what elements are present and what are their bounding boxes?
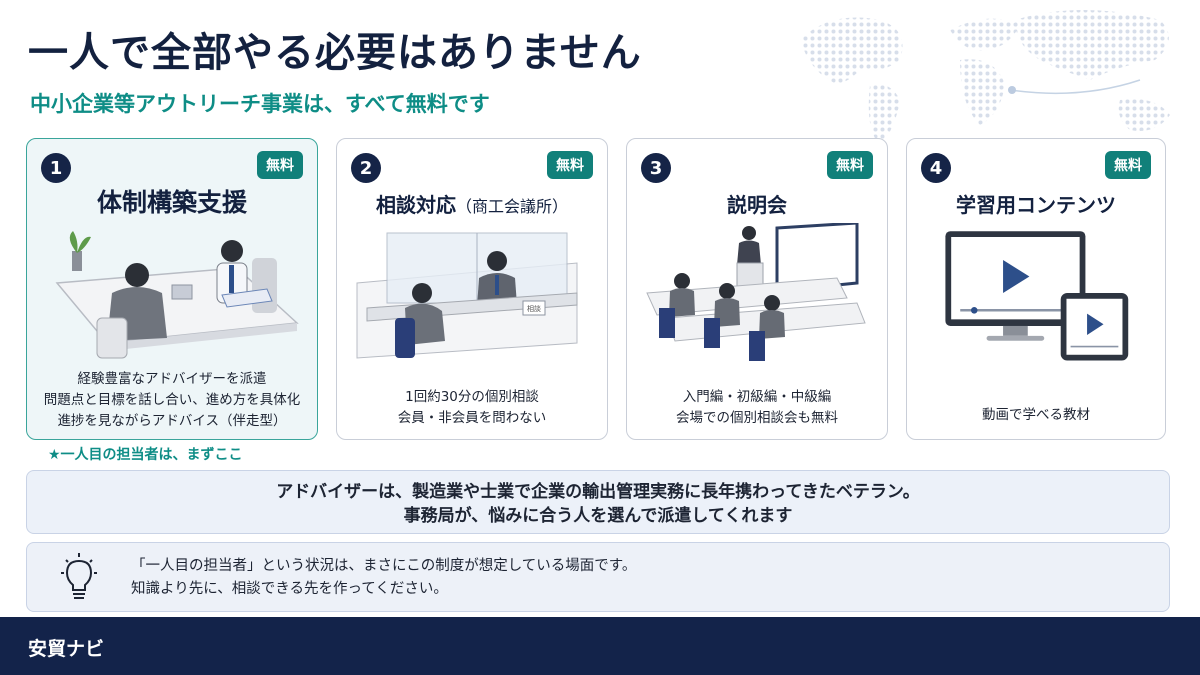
card-text-line: 動画で学べる教材: [982, 407, 1090, 423]
service-cards: 1 無料 体制構築支援 経験豊富なアドバイザーを派遣 問題点と目標を: [26, 138, 1166, 440]
advisor-banner: アドバイザーは、製造業や士業で企業の輸出管理実務に長年携わってきたベテラン。 事…: [26, 470, 1170, 534]
card-text-line: 入門編・初級編・中級編: [682, 389, 832, 405]
card-description: 経験豊富なアドバイザーを派遣 問題点と目標を話し合い、進め方を具体化 進捗を見な…: [27, 369, 317, 432]
world-map-decoration: [800, 10, 1170, 145]
free-badge: 無料: [1105, 151, 1151, 179]
card-number: 2: [351, 153, 381, 183]
consultation-illustration: [37, 223, 307, 363]
seminar-illustration: [637, 221, 877, 363]
service-card-learning-content: 4 無料 学習用コンテンツ 動画で学べる教材: [906, 138, 1166, 440]
page-subtitle: 中小企業等アウトリーチ事業は、すべて無料です: [30, 92, 490, 116]
tip-line: 「一人目の担当者」という状況は、まさにこの制度が想定している場面です。: [131, 558, 637, 574]
brand-name: 安貿ナビ: [28, 638, 105, 660]
free-badge: 無料: [547, 151, 593, 179]
card-description: 入門編・初級編・中級編 会場での個別相談会も無料: [627, 387, 887, 429]
banner-line: 事務局が、悩みに合う人を選んで派遣してくれます: [403, 506, 793, 526]
card-text-line: 問題点と目標を話し合い、進め方を具体化: [43, 392, 301, 408]
counter-consultation-illustration: 相談: [347, 223, 597, 363]
service-card-consultation: 2 無料 相談対応（商工会議所） 相談 1回約30分の個別相談 会員・非会員を問…: [336, 138, 608, 440]
banner-line: アドバイザーは、製造業や士業で企業の輸出管理実務に長年携わってきたベテラン。: [276, 482, 920, 502]
card-description: 1回約30分の個別相談 会員・非会員を問わない: [337, 387, 607, 429]
video-content-illustration: [917, 223, 1155, 363]
card-title: 相談対応（商工会議所）: [337, 189, 607, 218]
card-title-main: 相談対応: [375, 193, 456, 217]
tip-text: 「一人目の担当者」という状況は、まさにこの制度が想定している場面です。 知識より…: [131, 555, 636, 601]
card-description: 動画で学べる教材: [907, 405, 1165, 426]
first-contact-note: ★一人目の担当者は、まずここ: [48, 447, 243, 463]
lightbulb-icon: [61, 553, 97, 599]
tip-box: 「一人目の担当者」という状況は、まさにこの制度が想定している場面です。 知識より…: [26, 542, 1170, 612]
tip-line: 知識より先に、相談できる先を作ってください。: [131, 581, 448, 597]
footer-bar: 安貿ナビ: [0, 617, 1200, 675]
desk-sign-text: 相談: [527, 304, 541, 313]
service-card-system-building: 1 無料 体制構築支援 経験豊富なアドバイザーを派遣 問題点と目標を: [26, 138, 318, 440]
card-number: 3: [641, 153, 671, 183]
card-text-line: 経験豊富なアドバイザーを派遣: [77, 371, 267, 387]
card-text-line: 1回約30分の個別相談: [405, 389, 539, 405]
card-text-line: 会場での個別相談会も無料: [676, 410, 838, 426]
card-text-line: 進捗を見ながらアドバイス（伴走型）: [57, 413, 287, 429]
page-title: 一人で全部やる必要はありません: [28, 30, 642, 76]
card-text-line: 会員・非会員を問わない: [397, 410, 547, 426]
card-number: 1: [41, 153, 71, 183]
card-title-note: （商工会議所）: [455, 197, 568, 216]
card-number: 4: [921, 153, 951, 183]
card-title: 学習用コンテンツ: [956, 193, 1116, 217]
card-title: 説明会: [727, 193, 787, 217]
free-badge: 無料: [827, 151, 873, 179]
service-card-seminar: 3 無料 説明会 入門編・初級編・中級編: [626, 138, 888, 440]
free-badge: 無料: [257, 151, 303, 179]
card-title: 体制構築支援: [96, 188, 247, 217]
